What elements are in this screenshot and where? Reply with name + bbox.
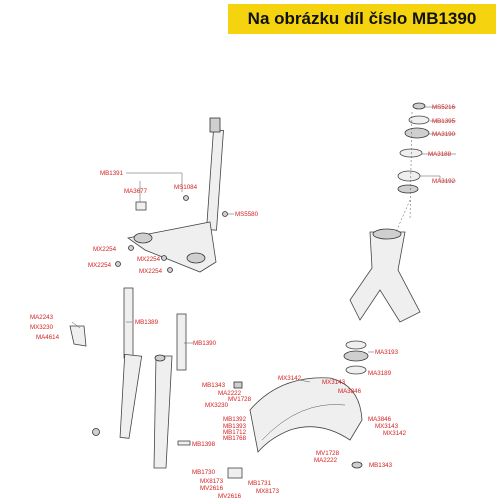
fork-right-seal — [154, 354, 166, 362]
banner-title: Na obrázku díl číslo MB1390 — [247, 9, 477, 28]
stem-tube-part — [206, 129, 224, 231]
part-number-banner: Na obrázku díl číslo MB1390 — [228, 4, 496, 34]
lower-triple-clamp-part — [127, 221, 217, 273]
bolt-part — [115, 261, 121, 267]
label-MX3142-2: MX3142 — [383, 430, 407, 437]
lower-bearing-part — [343, 350, 369, 362]
bearing-stack — [397, 102, 430, 221]
mudguard-rib — [261, 404, 346, 441]
fork-right-slider — [153, 355, 173, 469]
label-MA3188: MA3188 — [428, 151, 452, 158]
bearing-race-upper-part — [397, 170, 421, 182]
stem-top-part — [209, 117, 221, 133]
top-nut-part — [412, 102, 426, 110]
clamp-bolts — [115, 245, 173, 273]
part-labels: MS5216 MB1395 MA3190 MA3188 MA3192 MB139… — [30, 104, 456, 500]
bolt-part — [128, 245, 134, 251]
label-MB1730: MB1730 — [192, 469, 216, 476]
reflector-part — [227, 467, 243, 479]
label-MV2616-1: MV2616 — [200, 485, 224, 492]
hose-clamp-part — [69, 325, 87, 347]
label-MB1343-2: MB1343 — [369, 462, 393, 469]
label-MX3230-2: MX3230 — [205, 402, 229, 409]
washer-part — [408, 115, 430, 125]
bolt-part — [161, 255, 167, 261]
bolt-part — [167, 267, 173, 273]
frame-part — [349, 231, 421, 323]
label-MS5580: MS5580 — [235, 211, 259, 218]
front-mudguard — [249, 377, 363, 469]
label-MA3192: MA3192 — [432, 178, 456, 185]
frame-axis-line — [395, 199, 411, 233]
label-MX2254-2: MX2254 — [137, 256, 161, 263]
label-MA3193: MA3193 — [375, 349, 399, 356]
fork-right — [153, 313, 187, 469]
lower-seal-part — [345, 365, 367, 375]
label-MB1392: MB1392 — [223, 416, 247, 423]
leader-lines — [71, 106, 456, 383]
label-MA3189: MA3189 — [368, 370, 392, 377]
label-MX8173-1: MX8173 — [200, 478, 224, 485]
label-MV1728-2: MV1728 — [316, 450, 340, 457]
label-MX2254-1: MX2254 — [93, 246, 117, 253]
label-MX2254-4: MX2254 — [139, 268, 163, 275]
fork-left-axle-lug — [92, 428, 100, 436]
label-MB1389: MB1389 — [135, 319, 159, 326]
bearing-axis-line — [409, 111, 413, 221]
label-MB1731: MB1731 — [248, 480, 272, 487]
label-MB1393: MB1393 — [223, 423, 247, 430]
fork-left-upper-tube — [123, 287, 134, 359]
locknut-part — [404, 127, 430, 139]
label-MB1390: MB1390 — [193, 340, 217, 347]
clamp-bore-left-part — [133, 232, 153, 244]
pin-part — [177, 440, 191, 446]
label-MB1398: MB1398 — [192, 441, 216, 448]
label-MB1395: MB1395 — [432, 118, 456, 125]
bearing-race-lower-part — [397, 184, 419, 194]
clamp-bore-right-part — [186, 252, 206, 264]
label-MV2616-2: MV2616 — [218, 493, 242, 500]
fork-right-upper-tube — [176, 313, 187, 371]
mudguard-body — [249, 377, 363, 453]
fork-left-slider — [119, 353, 143, 439]
label-MA2222-1: MA2222 — [218, 390, 242, 397]
bracket-part — [233, 381, 243, 389]
label-MA2243: MA2243 — [30, 314, 54, 321]
label-MA3846-1: MA3846 — [338, 388, 362, 395]
label-MB1712: MB1712 — [223, 429, 247, 436]
frame-head — [349, 199, 421, 323]
label-MX3143-2: MX3143 — [375, 423, 399, 430]
label-MX3142-1: MX3142 — [278, 375, 302, 382]
label-MB1391: MB1391 — [100, 170, 124, 177]
stem-bolt-part — [183, 195, 189, 201]
hose-clamp — [69, 325, 87, 347]
lower-bearing-set — [343, 340, 369, 375]
steering-stem — [127, 117, 228, 273]
label-MV1728-1: MV1728 — [228, 396, 252, 403]
label-MS1084: MS1084 — [174, 184, 198, 191]
label-MA3190: MA3190 — [432, 131, 456, 138]
label-MX3230-1: MX3230 — [30, 324, 54, 331]
label-MA3846-2: MA3846 — [368, 416, 392, 423]
mudguard-nut-part — [351, 461, 363, 469]
label-MA3677: MA3677 — [124, 188, 148, 195]
label-MB1768: MB1768 — [223, 435, 247, 442]
stem-screw-part — [222, 211, 228, 217]
label-MX3143-1: MX3143 — [322, 379, 346, 386]
head-tube-top-part — [372, 228, 402, 240]
label-MA2222-2: MA2222 — [314, 457, 338, 464]
label-MX8173-2: MX8173 — [256, 488, 280, 495]
lower-race-part — [345, 340, 367, 350]
label-MB1343-1: MB1343 — [202, 382, 226, 389]
cable-guide-part — [135, 201, 147, 211]
small-hardware — [177, 381, 243, 479]
label-MX2254-3: MX2254 — [88, 262, 112, 269]
label-MS5216: MS5216 — [432, 104, 456, 111]
label-MA4614: MA4614 — [36, 334, 60, 341]
fork-left — [92, 287, 143, 439]
